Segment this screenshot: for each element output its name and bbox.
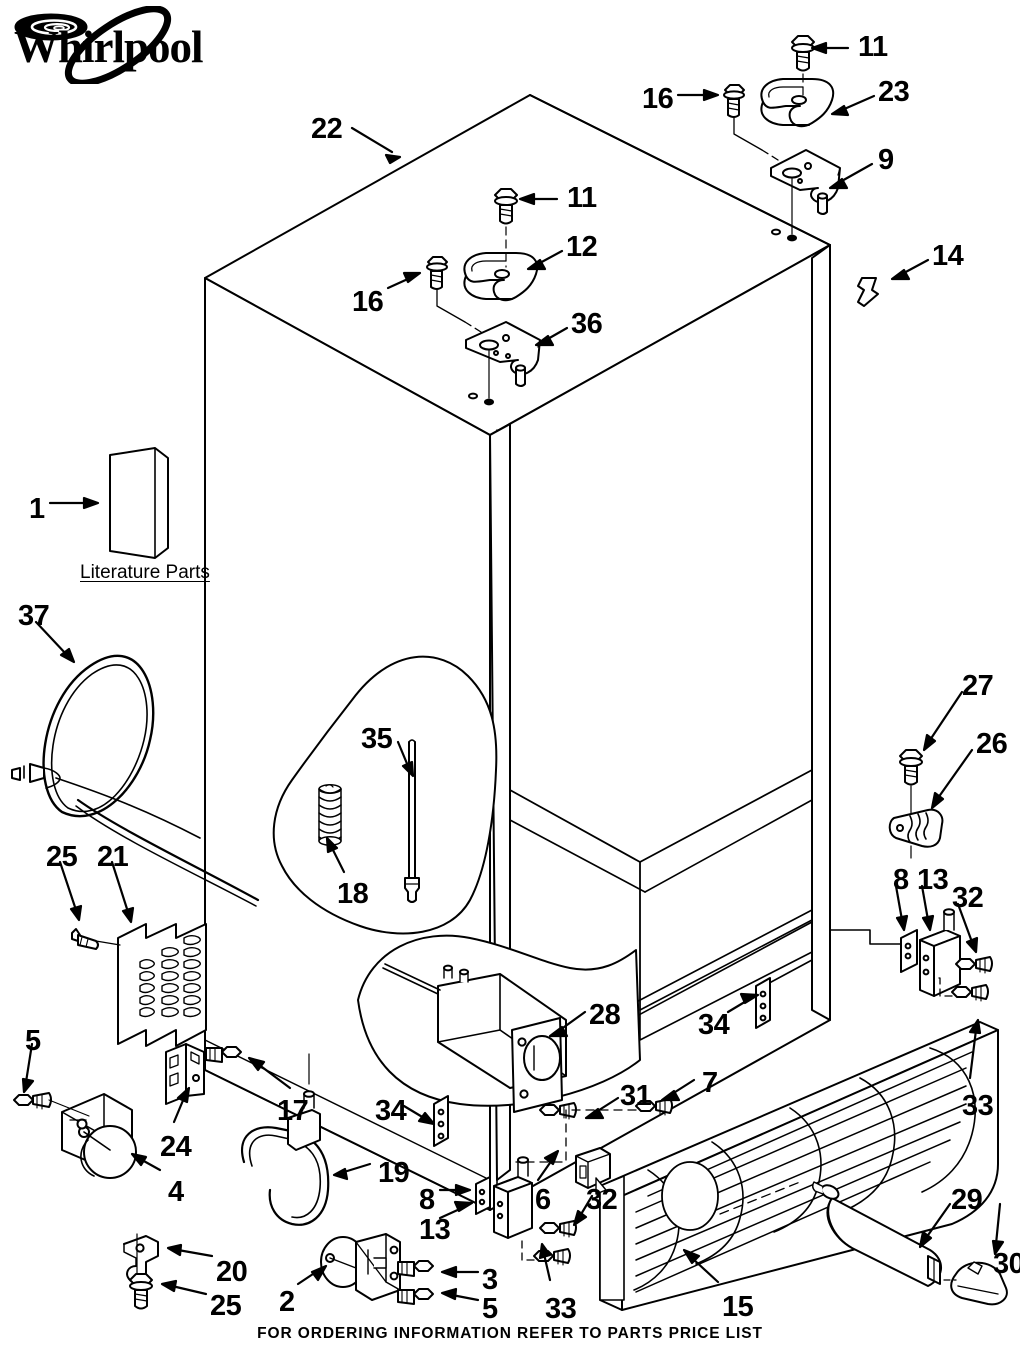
spiral-icon: [14, 13, 88, 41]
callout-22-cabinet-shell: 22: [311, 113, 343, 145]
top-hinge-cover-left: [463, 252, 539, 302]
literature-parts-label: Literature Parts: [80, 562, 210, 583]
cutaway-region: [272, 655, 498, 935]
callout-29-water-filter: 29: [951, 1184, 983, 1216]
callout-13-leveling-bracket: 13: [917, 864, 949, 896]
roller-screw-3: [397, 1260, 434, 1277]
top-hinge-right-plate: [770, 149, 841, 242]
vented-access-panel: [117, 923, 207, 1047]
mounting-bracket-34a: [755, 977, 771, 1029]
callout-3-roller-screw: 3: [482, 1264, 498, 1296]
callout-31-valve-screw: 31: [620, 1080, 652, 1112]
callout-13-leveling-bracket: 13: [419, 1214, 451, 1246]
clip-screw-25b: [129, 1273, 153, 1310]
callout-11-hinge-screw: 11: [858, 31, 888, 63]
callout-23-top-hinge-cover-right: 23: [878, 76, 910, 108]
water-supply-tube: [11, 654, 260, 907]
rear-roller-2: [320, 1233, 401, 1301]
callout-33-bracket-screw: 33: [962, 1090, 994, 1122]
swirl-ring-icon: [64, 5, 172, 87]
callout-28-water-valve: 28: [589, 999, 621, 1031]
callout-5-roller-screw: 5: [25, 1025, 41, 1057]
callout-7-grille-screw: 7: [702, 1067, 718, 1099]
callout-21-vented-access-panel: 21: [97, 841, 129, 873]
callout-16-hinge-screw: 16: [352, 286, 384, 318]
callout-15-base-grille: 15: [722, 1291, 754, 1323]
literature-parts-book: [109, 447, 169, 559]
callout-4-roller-assembly: 4: [168, 1176, 184, 1208]
water-filter-29: [812, 1181, 942, 1287]
hinge-screw-16b: [426, 256, 482, 333]
callout-5-roller-screw: 5: [482, 1293, 498, 1325]
hinge-screw-11b: [494, 188, 518, 268]
callout-16-hinge-screw: 16: [642, 83, 674, 115]
callout-18-coil-spring: 18: [337, 878, 369, 910]
callout-25-panel-screw: 25: [46, 841, 78, 873]
panel-screw-25a: [71, 928, 121, 950]
callout-32-bracket-screw: 32: [586, 1184, 618, 1216]
callout-24-roller-bracket: 24: [160, 1131, 192, 1163]
callout-33-bracket-screw: 33: [545, 1293, 577, 1325]
callout-34-mounting-bracket: 34: [698, 1009, 730, 1041]
callout-19-drain-hose: 19: [378, 1157, 410, 1189]
callout-34-mounting-bracket: 34: [375, 1095, 407, 1127]
callout-30-filter-cap: 30: [993, 1248, 1020, 1280]
base-grille-15: [599, 1021, 999, 1311]
grille-screw-7: [515, 1098, 673, 1163]
leveling-group-right: [829, 908, 993, 1002]
callout-20-tube-clip: 20: [216, 1256, 248, 1288]
bracket-screw-17: [205, 1046, 242, 1063]
callout-27-clip-screw: 27: [962, 670, 994, 702]
mounting-bracket-34b: [433, 1095, 449, 1147]
roller-assembly-4: [61, 1093, 137, 1179]
callout-36-top-hinge-left: 36: [571, 308, 603, 340]
water-valve-28: [382, 963, 567, 1113]
louver-col-2: [161, 947, 179, 1018]
callout-14-cabinet-clip: 14: [932, 240, 964, 272]
hinge-screw-16a: [723, 84, 779, 161]
filter-cap-30: [943, 1261, 1008, 1306]
drain-hose-19: [241, 1053, 330, 1226]
ordering-information-footer: FOR ORDERING INFORMATION REFER TO PARTS …: [257, 1325, 763, 1342]
hinge-screw-11a: [791, 35, 815, 99]
leveling-group-center: [475, 1147, 611, 1266]
top-hinge-left-plate: [465, 321, 541, 406]
roller-screw-5b: [397, 1288, 434, 1305]
callout-8-bracket-plate: 8: [893, 864, 909, 896]
callout-9-top-hinge-right: 9: [878, 144, 894, 176]
callout-26-tube-clamp: 26: [976, 728, 1008, 760]
cabinet-clip-14: [857, 277, 879, 307]
louver-col-3: [183, 935, 201, 1018]
callout-35-drain-tube: 35: [361, 723, 393, 755]
louver-col-1: [139, 959, 155, 1018]
whirlpool-logo: Whirlpool: [8, 5, 228, 87]
roller-screw-5a: [13, 1092, 90, 1117]
callout-8-bracket-plate: 8: [419, 1184, 435, 1216]
callout-12-top-hinge-cover-left: 12: [566, 231, 598, 263]
callout-6-leveling-leg: 6: [535, 1184, 551, 1216]
top-hinge-left-group: [426, 188, 541, 406]
callout-11-hinge-screw: 11: [567, 182, 597, 214]
callout-25-clip-screw: 25: [210, 1290, 242, 1322]
callout-17-bracket-screw: 17: [277, 1095, 309, 1127]
clip-screw-27: [899, 749, 923, 833]
svg-text:Whirlpool: Whirlpool: [14, 22, 203, 72]
bracket-screw-32a: [955, 956, 993, 974]
bracket-screw-32b: [539, 1220, 577, 1238]
top-hinge-cover-right: [760, 78, 835, 128]
callout-32-bracket-screw: 32: [952, 882, 984, 914]
valve-screw-31: [539, 1102, 577, 1120]
tube-clamp-26: [888, 808, 944, 859]
callout-1-literature-parts: 1: [29, 493, 45, 525]
top-hinge-right-group: [723, 35, 841, 242]
callout-2-rear-roller: 2: [279, 1286, 295, 1318]
leader-lines: [21, 41, 1005, 1302]
callout-37-water-supply-tube: 37: [18, 600, 50, 632]
bracket-screw-33a: [933, 977, 989, 1002]
